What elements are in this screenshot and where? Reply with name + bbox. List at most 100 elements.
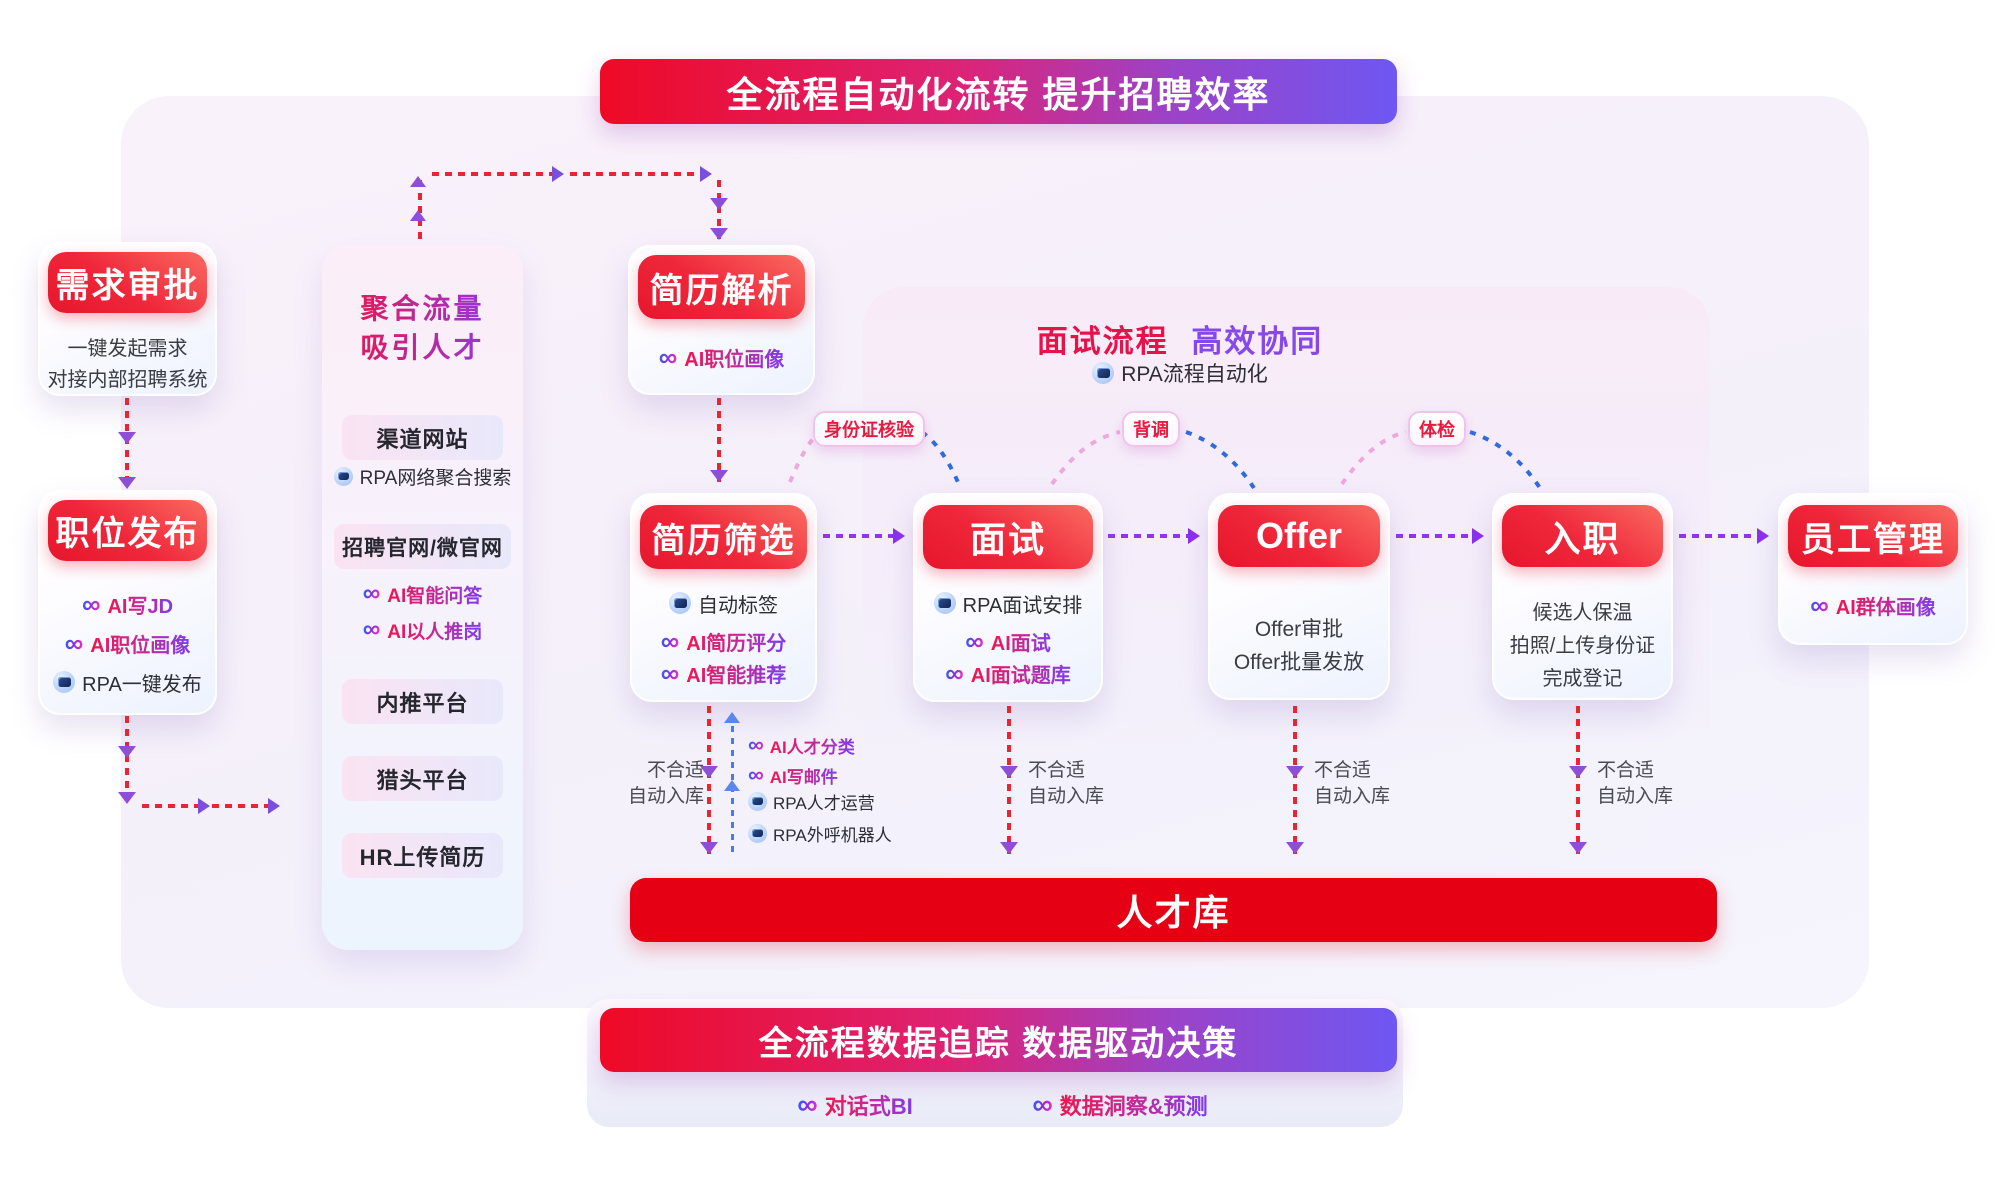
interview-item-label: RPA面试安排 [962, 594, 1083, 617]
arc-background-check-left [1050, 430, 1121, 486]
arrow-offer-to-pool [1293, 706, 1297, 854]
demand-line-1: 一键发起需求 [67, 338, 188, 360]
arrowhead-down-icon [710, 228, 728, 240]
arrow-publish-down [125, 716, 129, 804]
arrowhead-up-icon [410, 176, 426, 187]
reject-line-1: 不合适 [646, 760, 704, 781]
card-offer-desc: Offer审批 Offer批量发放 [1212, 613, 1386, 679]
arrowhead-right-icon [268, 798, 280, 814]
screen-item-auto-tag: 自动标签 [630, 590, 817, 617]
side-item-rpa-talent-ops: RPA人才运营 [748, 789, 875, 813]
publish-item-ai-jd: ∞ AI写JD [38, 589, 217, 619]
ai-infinity-icon: ∞ [362, 579, 381, 607]
ai-infinity-icon: ∞ [797, 1088, 818, 1121]
arrowhead-right-icon [893, 528, 905, 544]
ai-infinity-icon: ∞ [64, 628, 84, 658]
screen-item-ai-score: ∞ AI简历评分 [630, 626, 817, 656]
rpa-process-automation-label: RPA流程自动化 [1121, 363, 1268, 386]
tag-background-check: 背调 [1122, 411, 1180, 447]
ai-infinity-icon: ∞ [658, 342, 678, 372]
arrowhead-right-icon [1188, 528, 1200, 544]
arrowhead-right-icon [1757, 528, 1769, 544]
card-offer-title: Offer [1218, 505, 1380, 567]
aggregation-title-line1: 聚合流量 [322, 289, 523, 328]
arrowhead-down-icon [1569, 842, 1587, 854]
aggregation-column: 聚合流量 吸引人才 渠道网站 RPA网络聚合搜索 招聘官网/微官网 ∞ AI智能… [322, 245, 523, 950]
talent-pool-label: 人才库 [1116, 892, 1231, 933]
card-resume-screening: 简历筛选 自动标签 ∞ AI简历评分 ∞ AI智能推荐 [630, 493, 817, 702]
card-resume-screening-title: 简历筛选 [640, 505, 807, 569]
arrowhead-down-icon [118, 432, 136, 444]
card-resume-parse: 简历解析 ∞ AI职位画像 [628, 245, 815, 395]
arrow-interview-to-pool [1007, 706, 1011, 854]
offer-line-2: Offer批量发放 [1233, 651, 1365, 674]
arrowhead-down-icon [700, 766, 718, 778]
rpa-robot-icon [333, 466, 353, 486]
arrowhead-down-icon [118, 792, 136, 804]
reject-label-offer: 不合适 自动入库 [1314, 758, 1414, 810]
arc-background-check-right [1185, 430, 1256, 490]
reject-line-2: 自动入库 [1314, 786, 1391, 807]
item-label: RPA网络聚合搜索 [359, 467, 512, 489]
ai-infinity-icon: ∞ [660, 626, 680, 656]
card-demand-approval-title: 需求审批 [48, 252, 207, 313]
demand-line-2: 对接内部招聘系统 [47, 369, 208, 391]
card-employee-management: 员工管理 ∞ AI群体画像 [1778, 493, 1968, 645]
publish-item-label: AI写JD [107, 590, 173, 619]
arrowhead-down-icon [118, 477, 136, 489]
headhunter-platform-pill: 猎头平台 [342, 756, 503, 801]
ai-job-match-item: ∞ AI以人推岗 [322, 617, 523, 643]
offer-line-1: Offer审批 [1254, 618, 1344, 641]
arrowhead-down-icon [1569, 766, 1587, 778]
arrow-publish-to-aggregation-1 [142, 804, 198, 808]
bottom-item-conversational-bi: ∞ 对话式BI [775, 1088, 935, 1121]
aggregation-title-line2: 吸引人才 [322, 328, 523, 367]
ai-infinity-icon: ∞ [362, 615, 381, 643]
onboard-line-3: 完成登记 [1542, 668, 1623, 690]
tag-physical-exam: 体检 [1408, 411, 1466, 447]
card-demand-approval-desc: 一键发起需求 对接内部招聘系统 [42, 334, 213, 396]
arrow-interview-to-offer [1108, 534, 1188, 538]
side-item-label: RPA外呼机器人 [773, 825, 892, 845]
side-item-ai-talent-classify: ∞ AI人才分类 [748, 733, 855, 757]
arrowhead-up-icon [410, 210, 426, 221]
reject-label-onboard: 不合适 自动入库 [1597, 758, 1697, 810]
card-job-publish: 职位发布 ∞ AI写JD ∞ AI职位画像 RPA一键发布 [38, 490, 217, 715]
card-offer: Offer Offer审批 Offer批量发放 [1208, 493, 1390, 700]
interview-title-red: 面试流程 [1036, 324, 1169, 359]
arrow-top-link-1 [432, 172, 552, 176]
bottom-item-label: 对话式BI [825, 1089, 913, 1121]
rpa-network-search-item: RPA网络聚合搜索 [322, 463, 523, 489]
arrow-top-link-2 [570, 172, 700, 176]
arrow-into-parse [717, 180, 721, 242]
rpa-robot-icon [1092, 362, 1115, 384]
employee-item-label: AI群体画像 [1836, 591, 1936, 620]
reject-line-2: 自动入库 [627, 786, 704, 807]
ai-infinity-icon: ∞ [1032, 1088, 1053, 1121]
item-label: AI以人推岗 [387, 617, 482, 644]
card-onboarding: 入职 候选人保温 拍照/上传身份证 完成登记 [1492, 493, 1673, 700]
arrowhead-down-icon [1286, 842, 1304, 854]
hr-upload-resume-pill: HR上传简历 [342, 833, 503, 878]
bottom-banner-label: 全流程数据追踪 数据驱动决策 [758, 1024, 1239, 1063]
rpa-robot-icon [748, 791, 767, 811]
reject-label-screen: 不合适 自动入库 [612, 758, 704, 810]
side-item-label: RPA人才运营 [773, 793, 875, 813]
arrowhead-up-icon [724, 780, 740, 791]
rpa-robot-icon [933, 592, 956, 614]
ai-infinity-icon: ∞ [81, 589, 101, 619]
arc-physical-exam-right [1469, 430, 1542, 490]
arrowhead-down-icon [118, 746, 136, 758]
arrowhead-down-icon [710, 470, 728, 482]
reject-label-interview: 不合适 自动入库 [1028, 758, 1128, 810]
screen-item-label: AI智能推荐 [686, 659, 786, 688]
side-item-label: AI人才分类 [770, 733, 855, 758]
talent-pool-banner: 人才库 [630, 878, 1717, 942]
ai-infinity-icon: ∞ [945, 658, 964, 688]
side-item-label: AI写邮件 [770, 763, 838, 788]
onboard-line-2: 拍照/上传身份证 [1509, 635, 1656, 657]
arrow-publish-to-aggregation-2 [212, 804, 268, 808]
ai-infinity-icon: ∞ [1810, 590, 1829, 620]
rpa-robot-icon [669, 592, 691, 614]
